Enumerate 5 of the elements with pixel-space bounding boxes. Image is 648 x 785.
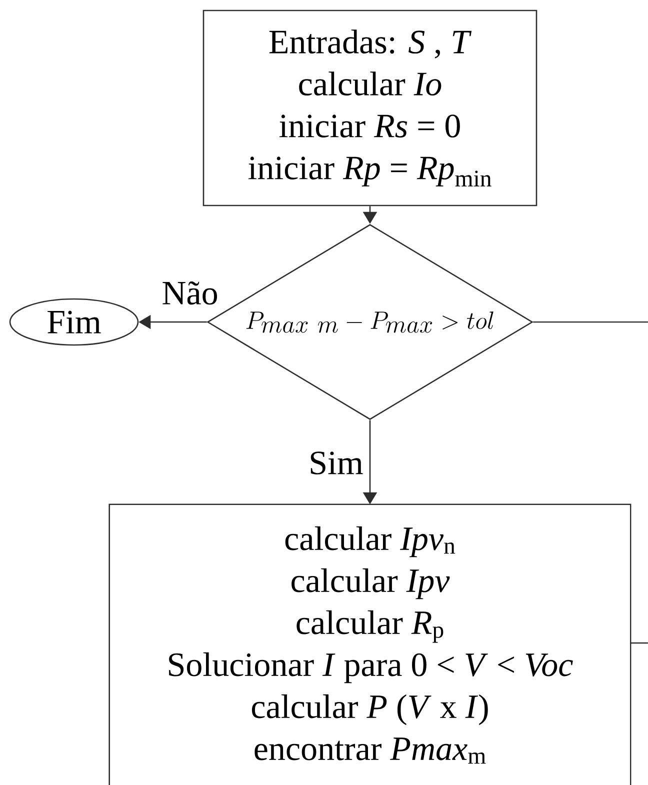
edge-label: Sim [308,450,364,476]
connector-line [630,642,648,644]
connector-line [533,321,648,323]
process-box: calcular Ipv$_{n}$ calcular Ipv calcular R$_{p}$ Solucionar I para 0 < V < Voc calcular P (V x I) encontrar Pmax$_{m}$ [108,504,632,785]
process-box: Entradas: S , T calcular Io iniciar Rs = 0 iniciar Rp = Rp$_{min}$ [202,10,538,206]
